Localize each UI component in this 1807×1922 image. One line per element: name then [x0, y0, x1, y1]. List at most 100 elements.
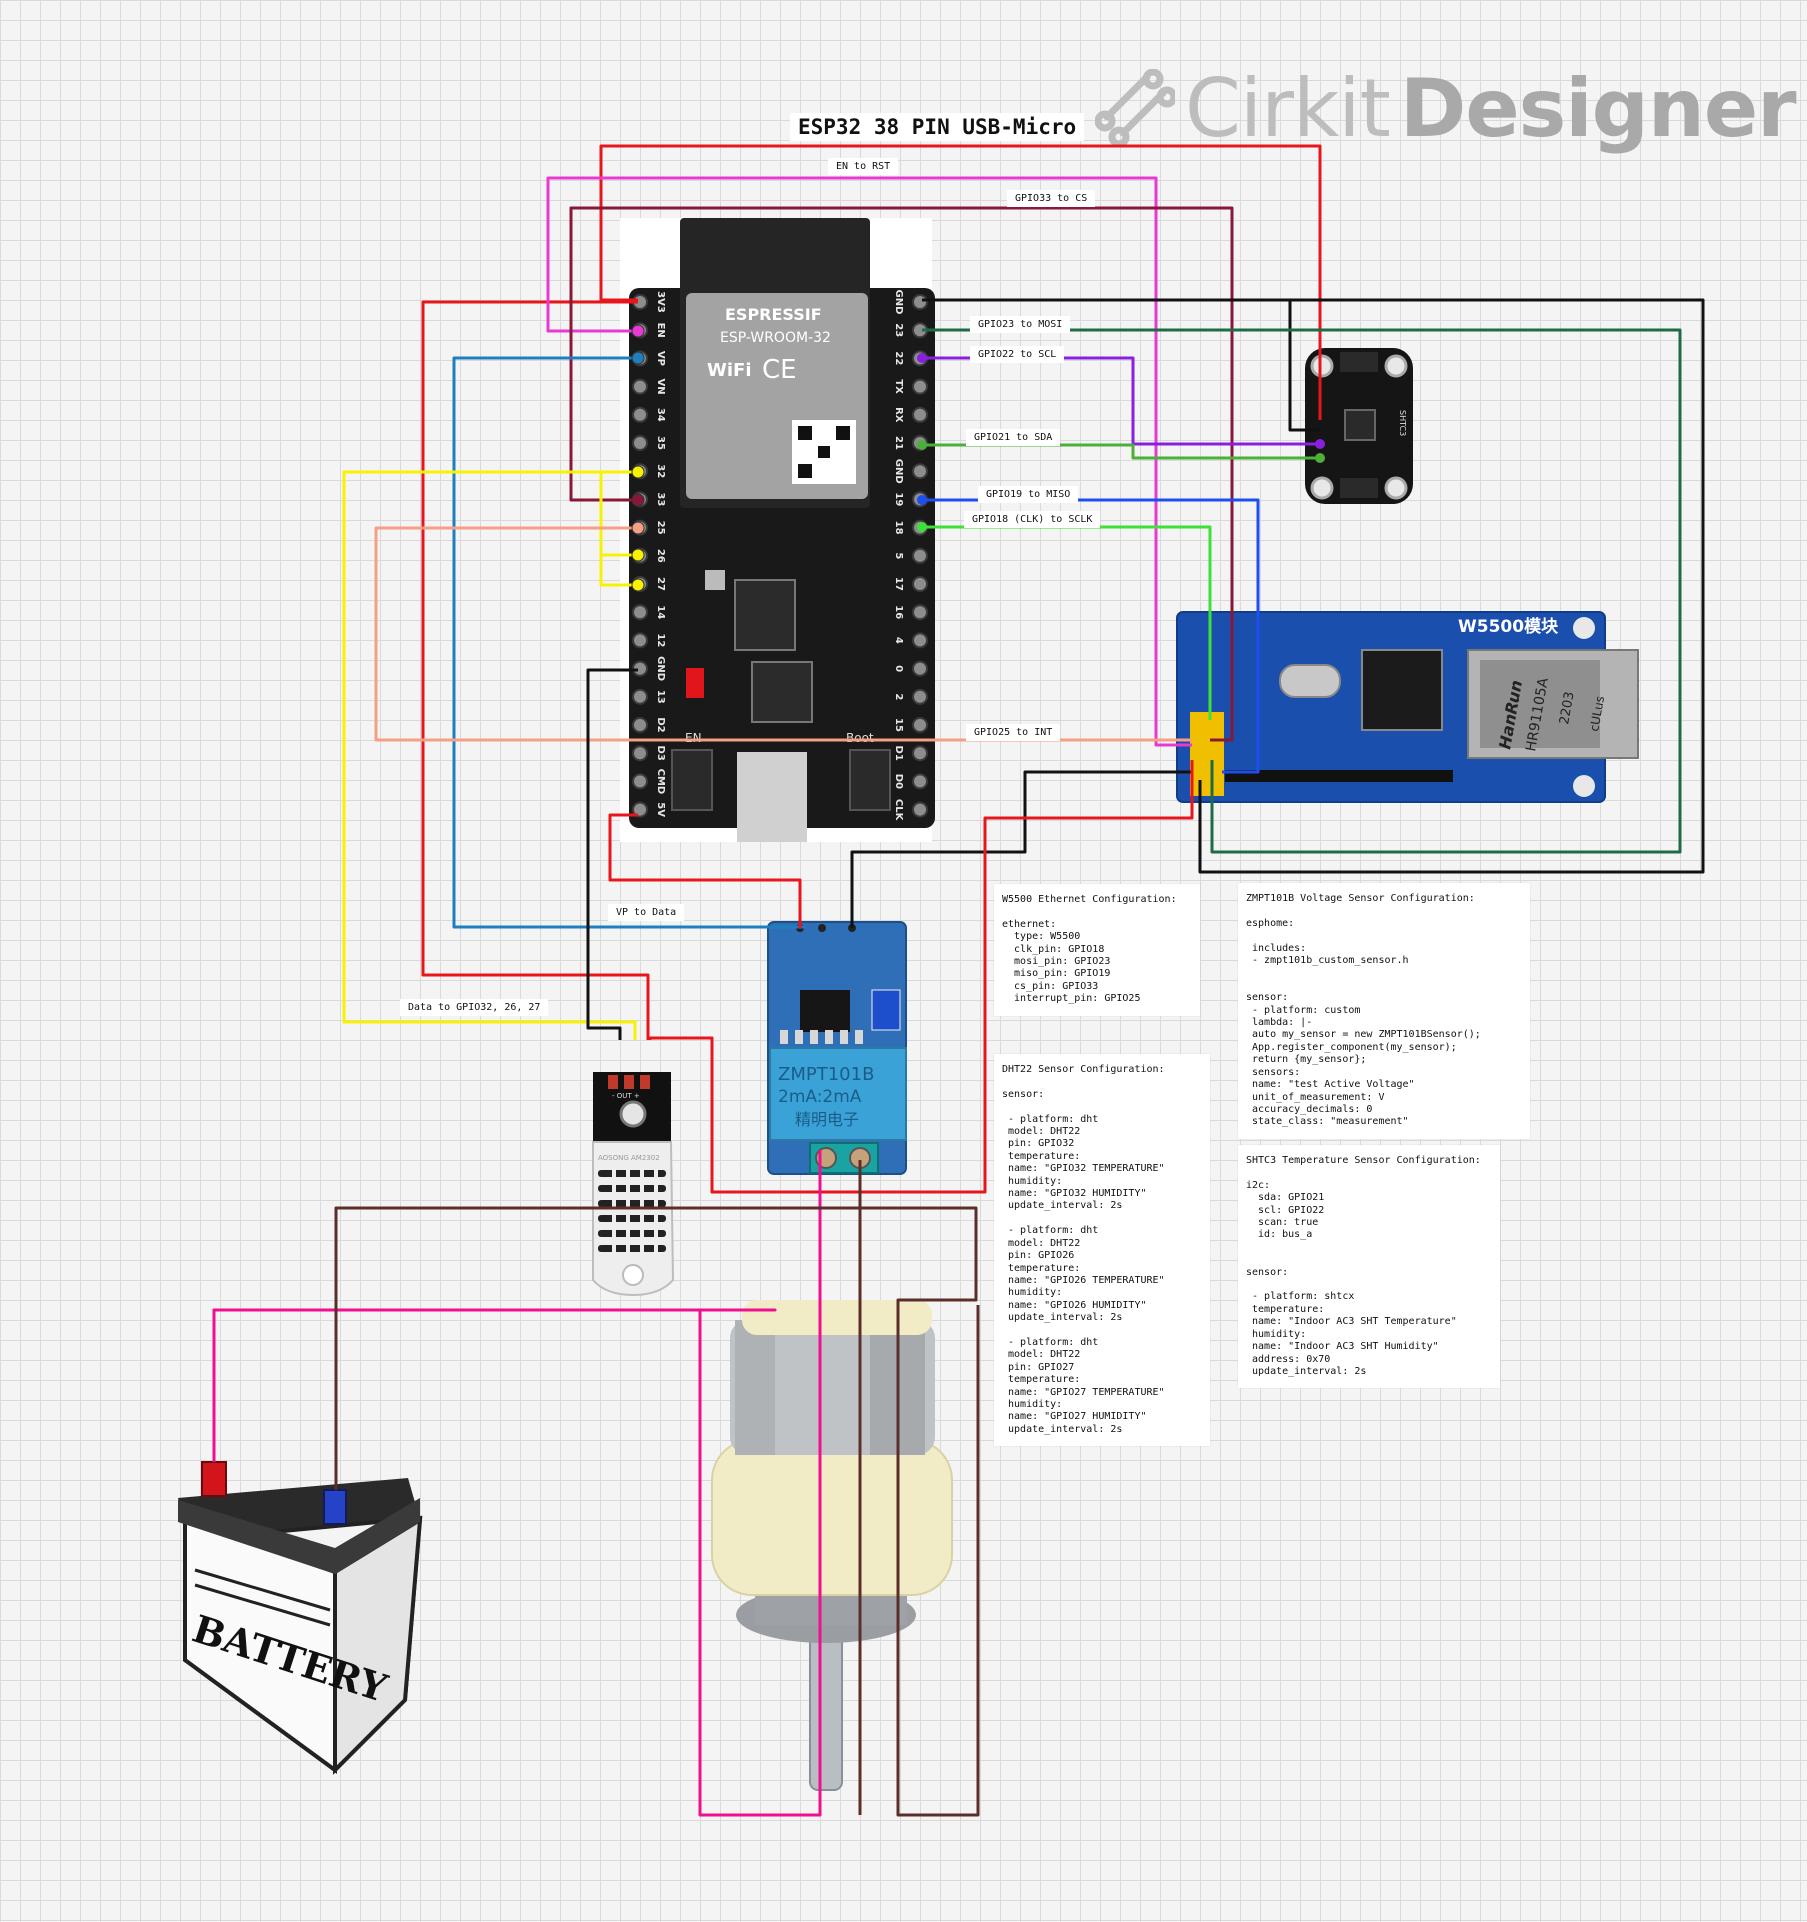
ce-mark: CE [762, 355, 797, 385]
esp32-pin-right-15[interactable] [912, 717, 928, 733]
wire-gnd-w5500[interactable] [1198, 298, 1705, 874]
battery[interactable]: BATTERY [178, 1461, 423, 1775]
esp32-pin-left-14[interactable] [632, 604, 648, 621]
jack-code: 2203 [1557, 690, 1578, 725]
esp32-pin-label-left-14: 14 [655, 605, 666, 619]
esp32-pin-label-right-4: 4 [893, 637, 904, 644]
wire-battery-neg[interactable] [334, 1160, 980, 1817]
esp32-pin-label-left-13: 13 [655, 690, 666, 704]
esp32-pin-label-left-27: 27 [655, 577, 666, 591]
esp32-pin-label-right-22: 22 [893, 351, 904, 365]
esp32-pin-right-17[interactable] [912, 576, 928, 592]
esp32-pin-label-right-0: 0 [893, 665, 904, 672]
btn-en-label: EN [685, 731, 702, 745]
wire-yellow-32[interactable] [342, 470, 638, 1040]
wire-en-rst[interactable] [599, 144, 1322, 420]
zmpt-pin-out[interactable] [818, 924, 826, 932]
esp32-pin-label-right-23: 23 [893, 323, 904, 337]
wire-3v3[interactable] [421, 300, 650, 1040]
esp32-pin-label-left-3v3: 3V3 [655, 291, 666, 313]
note-dht22-config: DHT22 Sensor Configuration: sensor: - pl… [994, 1054, 1210, 1447]
dc-motor[interactable] [711, 1300, 953, 1791]
esp32-pin-right-5[interactable] [912, 547, 928, 564]
wire-gpio19-miso[interactable] [922, 498, 1260, 774]
esp32-pin-left-5v[interactable] [632, 801, 648, 818]
esp32-pin-right-2[interactable] [912, 688, 928, 705]
wire-gnd-zmpt[interactable] [850, 770, 1192, 928]
esp32-pin-label-left-gnd: GND [655, 656, 666, 681]
esp32-pin-right-clk[interactable] [912, 801, 928, 818]
esp32-pin-label-right-d0: D0 [893, 774, 904, 789]
wire-maroon-cs[interactable] [569, 206, 1234, 742]
wire-battery-pos[interactable] [212, 1150, 822, 1817]
board-title: ESP32 38 PIN USB-Micro [790, 113, 1085, 141]
esp32-pin-label-left-34: 34 [655, 408, 666, 422]
esp32-pin-right-rx[interactable] [912, 406, 928, 423]
jack-mark: cULus [1587, 695, 1607, 733]
esp32-pin-label-left-12: 12 [655, 633, 666, 647]
esp32-pin-left-35[interactable] [632, 435, 648, 451]
esp32-pin-label-right-tx: TX [893, 379, 904, 394]
esp32-pin-left-d3[interactable] [632, 745, 648, 762]
wire-yellow-26-27[interactable] [599, 472, 638, 587]
esp32-pin-label-right-15: 15 [893, 718, 904, 732]
zmpt-label-2: 2mA:2mA [778, 1087, 862, 1107]
w5500-module[interactable]: W5500模块 HanRun HR91105A 2203 cULus [1176, 611, 1639, 803]
wire-label-en-rst: EN to RST [828, 158, 899, 175]
esp32-pin-right-d0[interactable] [912, 773, 928, 790]
esp32-pin-label-left-vn: VN [655, 379, 666, 395]
esp32-pin-right-gnd[interactable] [912, 463, 928, 480]
wire-magenta-en[interactable] [546, 176, 1192, 747]
battery-negative-terminal[interactable] [323, 1489, 347, 1525]
wire-red-dht-vcc[interactable] [648, 760, 1194, 1194]
wire-vp-data[interactable] [452, 356, 805, 929]
cirkit-designer-logo: Cirkit Designer [1095, 62, 1797, 155]
esp32-pin-left-vn[interactable] [632, 378, 648, 395]
wire-label-gpio21-sda: GPIO21 to SDA [966, 429, 1061, 446]
esp32-pin-label-right-gnd: GND [893, 459, 904, 484]
wire-label-gpio19-miso: GPIO19 to MISO [978, 486, 1079, 503]
esp32-pin-left-cmd[interactable] [632, 773, 648, 790]
esp32-pin-right-tx[interactable] [912, 378, 928, 395]
wire-label-vp-data: VP to Data [608, 904, 685, 921]
esp32-pin-right-0[interactable] [912, 660, 928, 677]
esp32-pin-label-left-32: 32 [655, 464, 666, 478]
wire-gnd-top[interactable] [922, 298, 1320, 432]
esp32-pin-label-left-d3: D3 [655, 746, 666, 761]
wire-gpio18-sclk[interactable] [922, 525, 1212, 720]
esp32-pin-label-right-18: 18 [893, 521, 904, 535]
circuit-logo-icon [1095, 68, 1175, 147]
shtc3-sensor[interactable]: SHTC3 [1305, 348, 1413, 504]
esp32-pin-label-right-19: 19 [893, 492, 904, 506]
esp32-pin-right-gnd[interactable] [912, 294, 928, 310]
esp32-pin-left-12[interactable] [632, 632, 648, 649]
esp32-pin-left-13[interactable] [632, 688, 648, 705]
wire-gnd-dht[interactable] [586, 668, 638, 1040]
esp32-pin-left-d2[interactable] [632, 717, 648, 733]
esp32-pin-label-left-5v: 5V [655, 802, 666, 817]
esp32-board[interactable]: ESPRESSIF ESP-WROOM-32 WiFi CE EN Boot 3… [620, 218, 935, 842]
esp32-pin-right-4[interactable] [912, 632, 928, 649]
esp32-pin-label-left-35: 35 [655, 436, 666, 450]
wire-salmon-int[interactable] [374, 526, 1192, 742]
battery-positive-terminal[interactable] [201, 1461, 227, 1497]
wire-gpio23-mosi[interactable] [922, 328, 1682, 854]
wire-gpio21-sda[interactable] [922, 443, 1320, 460]
dht22-sensor[interactable]: - OUT + AOSONG AM2302 [592, 1072, 675, 1297]
esp32-pin-label-right-16: 16 [893, 605, 904, 619]
logo-word-cirkit: Cirkit [1185, 62, 1391, 155]
esp32-pin-right-16[interactable] [912, 604, 928, 621]
esp32-pin-label-right-d1: D1 [893, 746, 904, 761]
esp32-pin-label-right-21: 21 [893, 436, 904, 450]
zmpt-label-3: 精明电子 [795, 1110, 859, 1129]
esp32-pin-right-d1[interactable] [912, 745, 928, 762]
wifi-mark: WiFi [707, 360, 752, 381]
zmpt101b-module[interactable]: ZMPT101B 2mA:2mA 精明电子 [767, 921, 907, 1175]
module-brand: ESPRESSIF [725, 305, 822, 324]
esp32-pin-label-left-d2: D2 [655, 717, 666, 732]
esp32-pin-left-34[interactable] [632, 406, 648, 423]
wire-label-gpio25-int: GPIO25 to INT [966, 724, 1061, 741]
w5500-title: W5500模块 [1458, 616, 1559, 637]
wire-5v-zmpt[interactable] [608, 813, 802, 928]
